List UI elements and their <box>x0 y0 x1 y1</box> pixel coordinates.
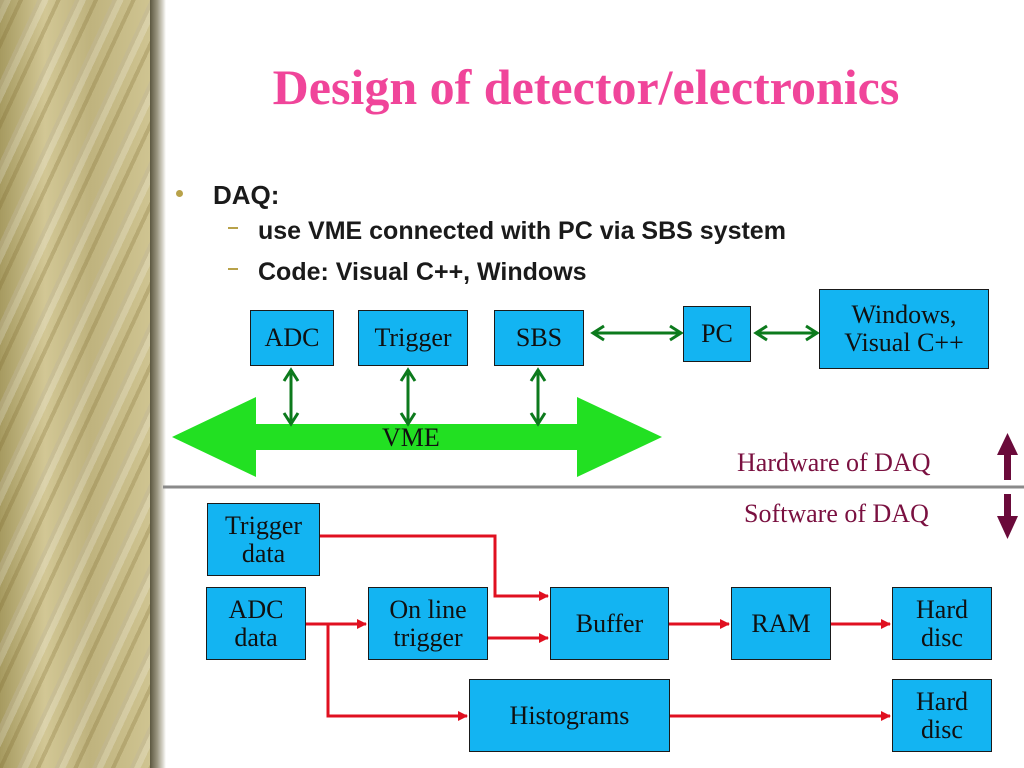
hardware-up-arrow-icon <box>997 433 1018 480</box>
dash-icon <box>228 268 238 270</box>
adc-data-label-line1: ADC <box>228 594 284 624</box>
hard-disc-box: Hard disc <box>892 587 992 660</box>
sbs-label: SBS <box>515 323 563 352</box>
online-trigger-label-line2: trigger <box>393 622 463 652</box>
histogram-hard-disc-box: Hard disc <box>892 679 992 752</box>
trigger-data-label-line1: Trigger <box>224 510 303 540</box>
sbs-pc-link-arrow <box>590 324 684 342</box>
trigger-vme-link-arrow <box>399 367 417 427</box>
vme-bus-label: VME <box>382 423 440 452</box>
hard-disc-label-line1: Hard <box>916 594 968 624</box>
buffer-label: Buffer <box>575 608 644 638</box>
windows-label: Windows, <box>851 300 957 329</box>
adc-data-box: ADC data <box>206 587 306 660</box>
trigger-box: Trigger <box>358 310 468 366</box>
trigger-label: Trigger <box>374 323 452 352</box>
adc-label: ADC <box>264 323 320 352</box>
histogram-hard-disc-label-line2: disc <box>921 714 963 744</box>
vme-bus-arrow <box>172 397 662 477</box>
windows-visual-cpp-box: Windows, Visual C++ <box>819 289 989 369</box>
pc-box: PC <box>683 306 751 362</box>
sub-bullet-vme-text: use VME connected with PC via SBS system <box>258 217 786 245</box>
bullet-dot-icon <box>176 190 183 197</box>
histograms-label: Histograms <box>509 700 630 730</box>
adc-vme-link-arrow <box>282 367 300 427</box>
visual-cpp-label: Visual C++ <box>844 328 964 357</box>
online-trigger-label-line1: On line <box>389 594 467 624</box>
slide-title: Design of detector/electronics <box>272 59 900 115</box>
adc-data-to-histograms-arrow <box>326 624 468 721</box>
hardware-of-daq-label: Hardware of DAQ <box>737 448 931 477</box>
ram-box: RAM <box>731 587 831 660</box>
hard-disc-label-line2: disc <box>921 622 963 652</box>
software-down-arrow-icon <box>997 494 1018 539</box>
dash-icon <box>228 227 238 229</box>
software-of-daq-label: Software of DAQ <box>744 499 929 528</box>
bullet-daq-text: DAQ: <box>213 180 280 210</box>
adc-data-label-line2: data <box>234 622 278 652</box>
histogram-hard-disc-label-line1: Hard <box>916 686 968 716</box>
buffer-box: Buffer <box>550 587 669 660</box>
sbs-box: SBS <box>494 310 584 366</box>
trigger-data-to-buffer-arrow <box>320 534 549 601</box>
pc-label: PC <box>701 319 733 348</box>
trigger-data-label-line2: data <box>241 538 286 568</box>
ram-label: RAM <box>751 608 811 638</box>
sub-bullet-code-text: Code: Visual C++, Windows <box>258 258 587 286</box>
adc-box: ADC <box>250 310 334 366</box>
sbs-vme-link-arrow <box>529 367 547 427</box>
trigger-data-box: Trigger data <box>207 503 320 576</box>
border-shadow <box>150 0 166 768</box>
histograms-box: Histograms <box>469 679 670 752</box>
online-trigger-box: On line trigger <box>368 587 488 660</box>
pc-windows-link-arrow <box>753 324 820 342</box>
decorative-stripe-border <box>0 0 150 768</box>
